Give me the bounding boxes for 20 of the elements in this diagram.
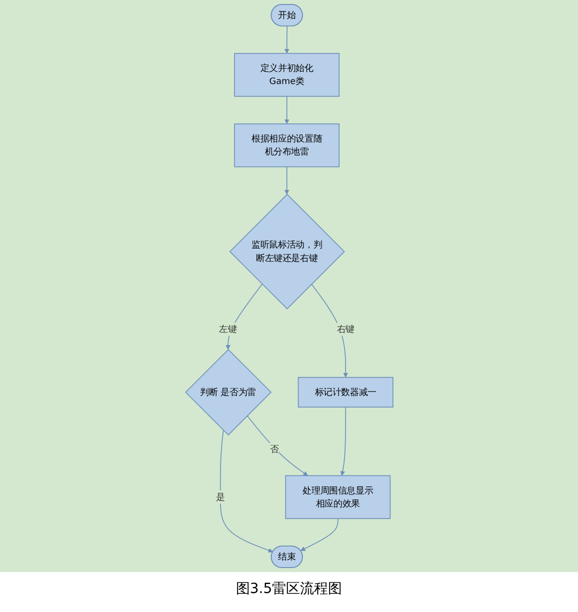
node-box: 定义并初始化Game类 (234, 52, 340, 97)
arrow (225, 284, 262, 350)
arrow (300, 518, 338, 551)
node-diamond: 判断 是否为雷 (184, 348, 272, 436)
arrow (284, 26, 289, 54)
node-box: 根据相应的设置随机分布地雷 (234, 123, 340, 168)
arrow (310, 284, 348, 378)
arrow (284, 166, 289, 195)
edge-label: 左键 (218, 324, 237, 334)
arrow (340, 406, 346, 476)
caption: 图3.5雷区流程图 (236, 581, 342, 597)
edge-label: 否 (269, 444, 278, 454)
node-box: 标记计数器减一 (298, 376, 394, 408)
node-box: 处理周围信息显示相应的效果 (284, 475, 390, 520)
edge-label: 右键 (336, 324, 354, 334)
node-diamond: 监听鼠标活动，判断左键还是右键 (228, 194, 345, 310)
edge-label: 是 (216, 492, 224, 502)
arrow (220, 430, 273, 553)
arrow (246, 415, 308, 476)
arrow (284, 96, 289, 124)
